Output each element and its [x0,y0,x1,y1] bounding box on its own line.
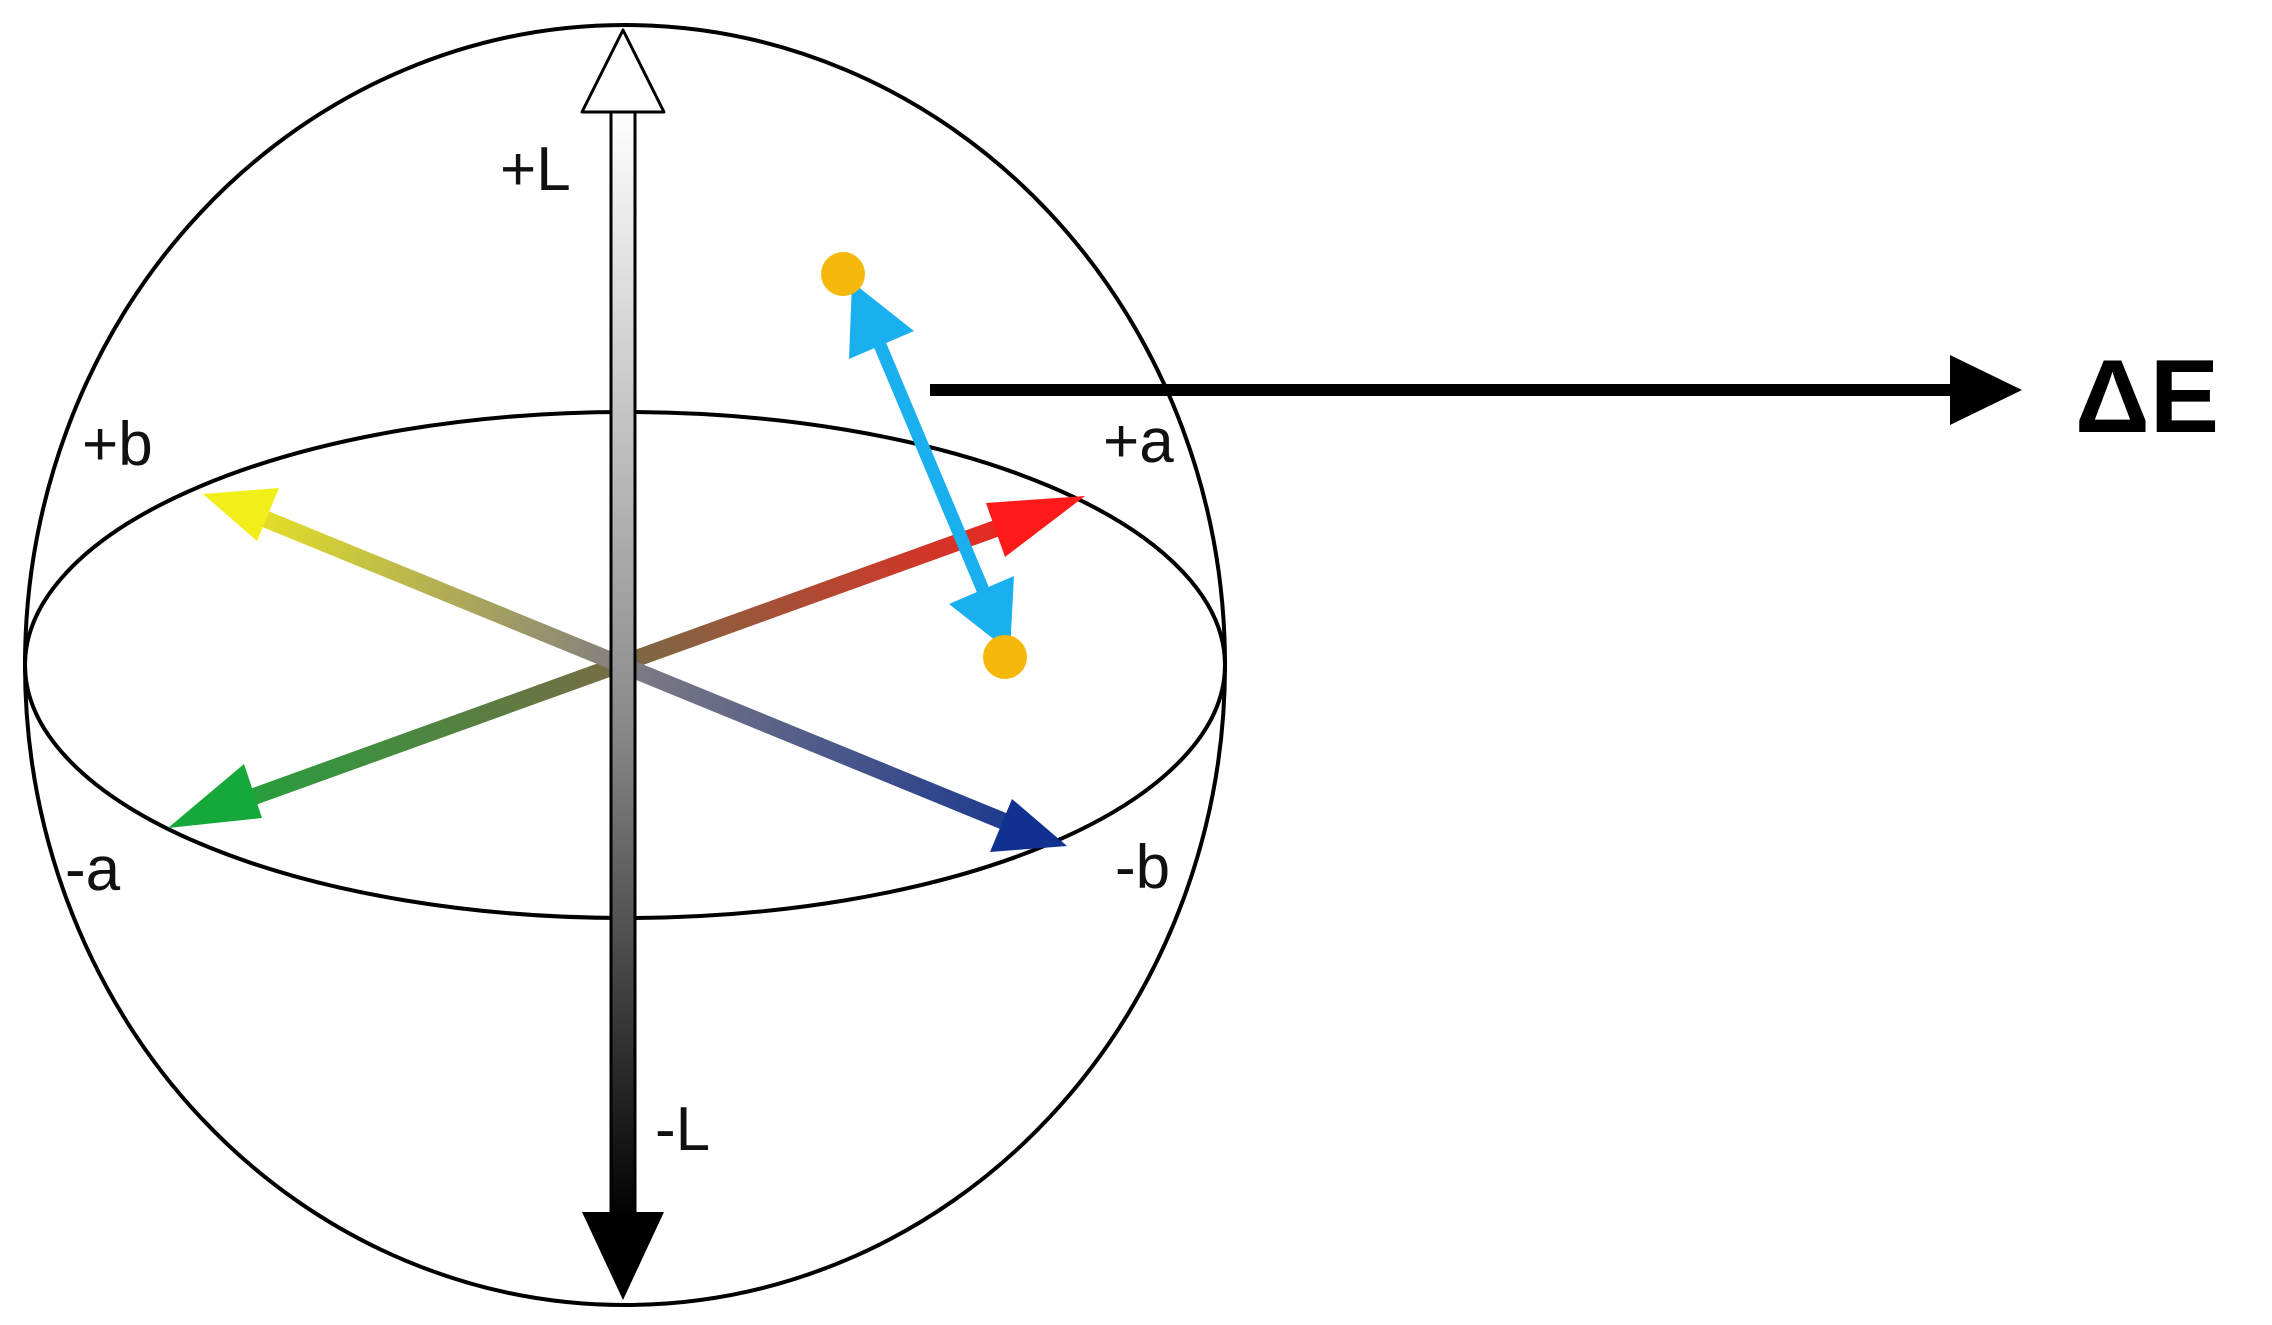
plus-b-arrowhead [203,488,279,541]
minus-l-arrowhead [582,1212,664,1300]
delta-arrowhead-bottom [949,576,1014,652]
minus-l-label: -L [655,1095,710,1164]
color-point-1 [821,252,865,296]
delta-arrowhead-top [849,282,914,359]
minus-a-label: -a [65,835,121,904]
plus-l-arrowhead [580,28,666,114]
minus-b-arrowhead [990,799,1067,852]
plus-a-label: +a [1103,407,1174,476]
color-point-2 [983,635,1027,679]
l-axis-arrow [580,28,666,1300]
delta-e-label: ΔE [2075,339,2219,455]
plus-b-label: +b [82,410,153,479]
plus-a-arrowhead [986,496,1085,557]
minus-b-label: -b [1115,833,1170,902]
minus-a-arrowhead [168,764,262,828]
callout-arrow [930,355,2022,425]
delta-e-double-arrow [849,282,1014,652]
plus-l-label: +L [500,135,571,204]
